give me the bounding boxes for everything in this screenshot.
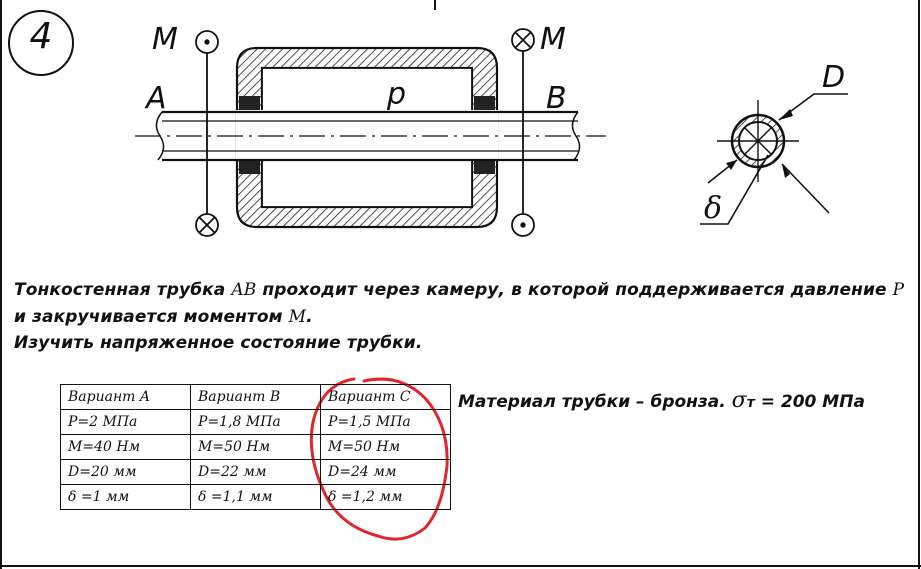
table-cell: Вариант B xyxy=(190,384,321,410)
moment-left xyxy=(195,30,219,237)
table-row: δ =1 мм δ =1,1 мм δ =1,2 мм xyxy=(60,484,451,510)
table-row: P=2 МПа P=1,8 МПа P=1,5 МПа xyxy=(60,409,451,435)
table-cell: P=1,8 МПа xyxy=(190,409,321,435)
end-label-a: A xyxy=(146,81,167,116)
table-cell: P=1,5 МПа xyxy=(320,409,451,435)
table-cell: δ =1,1 мм xyxy=(190,484,321,510)
moment-label-left: M xyxy=(152,22,178,57)
table-cell: δ =1,2 мм xyxy=(320,484,451,510)
variants-table: Вариант A Вариант B Вариант C P=2 МПа P=… xyxy=(60,384,451,510)
table-cell: Вариант A xyxy=(60,384,191,410)
description-line-1: Тонкостенная трубка AB проходит через ка… xyxy=(14,280,905,300)
table-cell: Вариант C xyxy=(320,384,451,410)
end-label-b: B xyxy=(546,81,567,116)
pressure-label: p xyxy=(387,77,407,112)
table-cell: M=50 Нм xyxy=(320,434,451,460)
table-cell: D=22 мм xyxy=(190,459,321,485)
diameter-label: D xyxy=(822,60,846,95)
moment-right xyxy=(511,28,535,237)
table-cell: δ =1 мм xyxy=(60,484,191,510)
material-note: Материал трубки – бронза. σт = 200 МПа xyxy=(458,388,865,413)
seals xyxy=(239,96,495,174)
table-cell: M=50 Нм xyxy=(190,434,321,460)
table-row: M=40 Нм M=50 Нм M=50 Нм xyxy=(60,434,451,460)
table-cell: D=20 мм xyxy=(60,459,191,485)
moment-label-right: M xyxy=(540,22,566,57)
cross-section xyxy=(700,93,848,225)
table-cell: D=24 мм xyxy=(320,459,451,485)
tube xyxy=(155,110,581,162)
thickness-label: δ xyxy=(704,191,723,226)
description-line-2: и закручивается моментом M. xyxy=(14,307,313,327)
table-row: Вариант A Вариант B Вариант C xyxy=(60,384,451,410)
table-cell: M=40 Нм xyxy=(60,434,191,460)
problem-number-circle xyxy=(8,10,74,76)
description-line-3: Изучить напряженное состояние трубки. xyxy=(14,333,423,353)
table-row: D=20 мм D=22 мм D=24 мм xyxy=(60,459,451,485)
table-cell: P=2 МПа xyxy=(60,409,191,435)
problem-number: 4 xyxy=(29,16,53,57)
